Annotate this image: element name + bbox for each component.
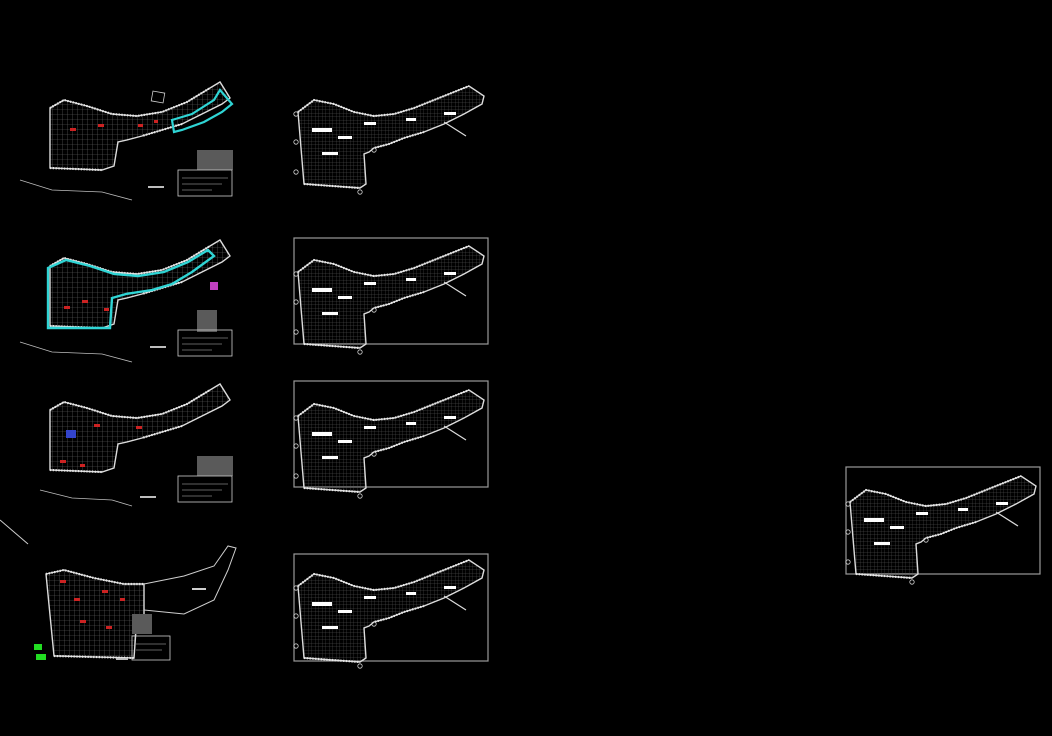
site-plan-3 [39,382,233,507]
green-marker-icon [34,644,42,650]
viewport-frame-2 [293,237,489,345]
viewport-frame-right [845,466,1041,575]
detail-plan-4 [292,558,486,670]
detail-plan-1 [292,84,486,196]
detail-plan-3 [292,388,486,500]
detail-plan-right [844,474,1038,586]
site-plan-2 [19,238,233,363]
viewport-frame-3 [293,380,489,488]
detail-plan-2 [292,244,486,356]
site-plan-4 [34,545,237,661]
viewport-frame-4 [293,553,489,662]
diagonal-line [0,519,29,545]
site-plan-1 [19,80,234,201]
